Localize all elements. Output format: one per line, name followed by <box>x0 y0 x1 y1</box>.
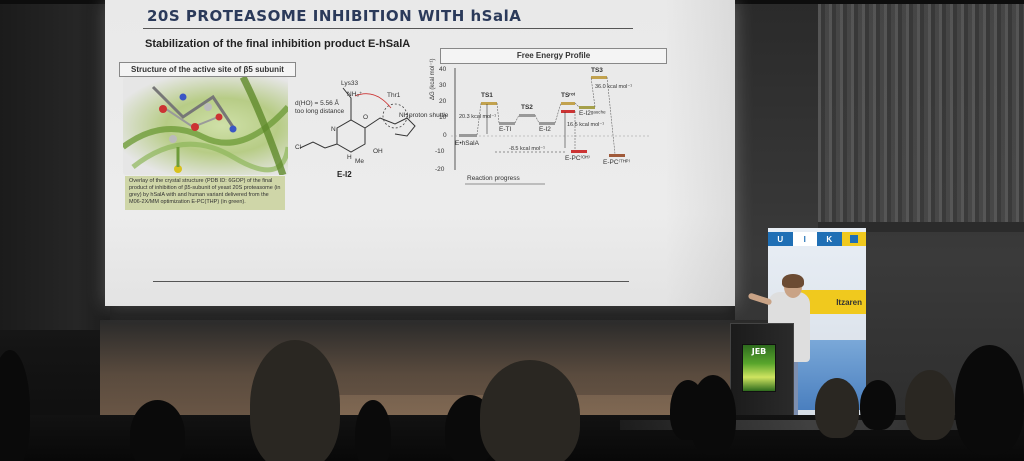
banner-logo-strip: U I K <box>768 232 866 246</box>
energy-value-2: -8.5 kcal mol⁻¹ <box>509 146 545 152</box>
banner-logo-mark <box>841 232 866 246</box>
cl-label: Cl <box>295 144 302 151</box>
structure-caption: Overlay of the crystal structure (PDB ID… <box>125 176 285 210</box>
ts2-label: TS2 <box>521 104 533 111</box>
e-ti-label: E-TI <box>499 126 512 133</box>
x-axis-label: Reaction progress <box>467 175 520 182</box>
tsrot-label: TSʳᵒᵗ <box>561 92 576 99</box>
protein-structure-image <box>123 77 288 175</box>
projection-screen: 20S PROTEASOME INHIBITION WITH hSalA Sta… <box>105 0 735 306</box>
n-label: N <box>331 126 336 133</box>
wooden-slat-wall <box>818 0 1024 232</box>
structure-header: Structure of the active site of β5 subun… <box>119 62 296 77</box>
banner-letter-u: U <box>768 232 793 246</box>
energy-value-3: 16.5 kcal mol⁻¹ <box>567 122 605 128</box>
lys-label: Lys33 <box>341 80 359 87</box>
banner-letter-i: I <box>792 232 817 246</box>
bottom-rule <box>153 281 629 282</box>
stage-edge <box>110 306 735 322</box>
thr-label: Thr1 <box>387 92 401 99</box>
title-rule <box>143 28 633 29</box>
profile-header: Free Energy Profile <box>440 48 667 64</box>
e-pc-oh-label: E-PC⁽ᴼᴴ⁾ <box>565 155 590 162</box>
o-label: O <box>363 114 369 121</box>
slide-subtitle: Stabilization of the final inhibition pr… <box>145 38 411 50</box>
e-hsala-label: E•hSalA <box>455 140 479 147</box>
slat-wall-base <box>818 222 1024 232</box>
oh-label: OH <box>373 148 383 155</box>
tick-30: 30 <box>439 82 447 89</box>
slide-title: 20S PROTEASOME INHIBITION WITH hSalA <box>147 7 522 25</box>
banner-letter-k: K <box>817 232 842 246</box>
ts3-label: TS3 <box>591 67 603 74</box>
molecule-drawing: Lys33 NH₃⁺ Thr1 d(HO) = 5.56 Å too long … <box>295 78 448 168</box>
h-label: H <box>347 154 352 161</box>
energy-value-1: 20.3 kcal mol⁻¹ <box>459 114 497 120</box>
energy-value-4: 36.0 kcal mol⁻¹ <box>595 84 633 90</box>
tick-0: 0 <box>443 132 447 139</box>
y-axis-label: ΔG (kcal mol⁻¹) <box>430 58 436 100</box>
nh3-label: NH₃⁺ <box>347 91 363 98</box>
me-label: Me <box>355 158 365 165</box>
tick-40: 40 <box>439 66 447 73</box>
tick-minus-20: -20 <box>435 166 445 173</box>
banner-sponsor: Itzaren <box>800 290 866 314</box>
e-pc-thp-label: E-PC⁽ᵀᴴᴾ⁾ <box>603 159 631 166</box>
speaker-hair <box>782 274 804 288</box>
too-long-label: too long distance <box>295 108 345 115</box>
seat-highlight <box>620 420 1000 430</box>
ts1-label: TS1 <box>481 92 493 99</box>
left-wall <box>0 0 110 330</box>
tick-minus-10: -10 <box>435 148 445 155</box>
podium-screen: JEB <box>742 344 776 392</box>
tick-20: 20 <box>439 98 447 105</box>
e-i2-gauche-label: E-I2ᵍᵃᵘᶜʰᵉ <box>579 110 606 117</box>
free-energy-profile: ΔG (kcal mol⁻¹) 40 30 20 10 0 -10 -20 TS… <box>425 58 655 192</box>
distance-label: d(HO) = 5.56 Å <box>295 100 339 107</box>
proton-shuttle-label: proton shuttle <box>409 112 449 119</box>
molecule-name: E-I2 <box>337 170 352 179</box>
tick-10: 10 <box>439 114 447 121</box>
nh2-label: NH₂ <box>399 112 411 119</box>
e-i2-label: E-I2 <box>539 126 551 133</box>
screen-shade <box>665 0 735 306</box>
